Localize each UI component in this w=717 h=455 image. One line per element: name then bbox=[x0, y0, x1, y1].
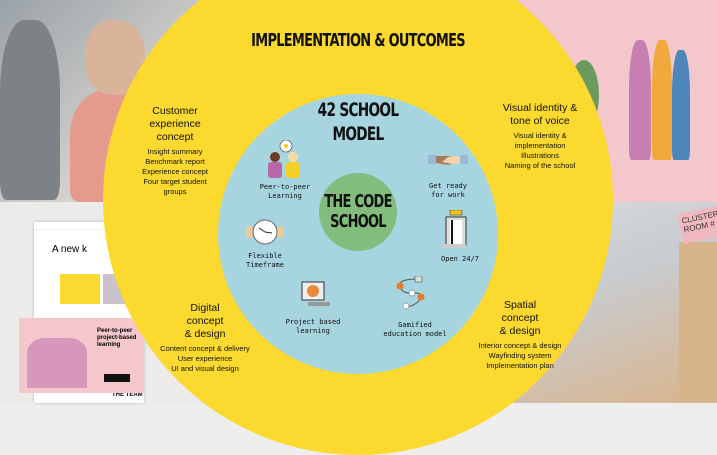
web-card-line: learning bbox=[97, 342, 121, 348]
text-line: learning bbox=[296, 327, 330, 335]
model-title-line: 42 SCHOOL bbox=[317, 99, 399, 121]
text-line: User experience bbox=[177, 354, 233, 363]
text-line: Timeframe bbox=[246, 261, 284, 269]
text-line: concept bbox=[156, 131, 194, 143]
text-line: Project based bbox=[285, 318, 341, 326]
text-line: Naming of the school bbox=[504, 161, 576, 170]
center-label: THE CODE bbox=[324, 191, 392, 212]
text-line: & design bbox=[499, 325, 541, 337]
web-card-line: Peer-to-peer bbox=[97, 328, 133, 334]
text-line: UI and visual design bbox=[171, 364, 239, 373]
gamified-path-icon bbox=[392, 276, 432, 312]
text-line: Interior concept & design bbox=[478, 341, 562, 350]
feature-open-24-7: Open 24/7 bbox=[415, 255, 505, 264]
center-circle: THE CODE SCHOOL bbox=[319, 173, 397, 251]
computer-icon bbox=[300, 280, 330, 310]
text-line: experience bbox=[149, 118, 201, 130]
text-line: Flexible bbox=[248, 252, 282, 260]
text-line: Get ready bbox=[429, 182, 467, 190]
text-line: & design bbox=[184, 328, 226, 340]
text-line: Visual identity & bbox=[513, 131, 567, 140]
diagram-title: IMPLEMENTATION & OUTCOMES bbox=[251, 30, 465, 51]
text-line: for work bbox=[431, 191, 465, 199]
text-line: concept bbox=[186, 315, 224, 327]
text-line: concept bbox=[501, 312, 539, 324]
text-line: Customer bbox=[152, 105, 198, 117]
text-line: Visual identity & bbox=[502, 102, 578, 114]
text-line: Four target student bbox=[143, 177, 207, 186]
text-line: Illustrations bbox=[521, 151, 559, 160]
text-line: Open 24/7 bbox=[441, 255, 479, 263]
text-line: Learning bbox=[268, 192, 302, 200]
web-heading: A new k bbox=[52, 244, 88, 255]
text-line: Experience concept bbox=[142, 167, 208, 176]
text-line: Implementation plan bbox=[486, 361, 554, 370]
text-line: Insight summary bbox=[147, 147, 203, 156]
handshake-icon bbox=[428, 150, 468, 170]
text-line: tone of voice bbox=[510, 115, 570, 127]
text-line: education model bbox=[383, 330, 447, 338]
text-line: Digital bbox=[190, 302, 220, 314]
clock-icon bbox=[245, 218, 285, 246]
model-title: 42 SCHOOL MODEL bbox=[308, 98, 409, 146]
text-line: implementation bbox=[514, 141, 566, 150]
model-title-line: MODEL bbox=[332, 123, 384, 145]
text-line: Wayfinding system bbox=[488, 351, 552, 360]
outcome-visual-identity: Visual identity &tone of voice Visual id… bbox=[490, 102, 590, 171]
text-line: Benchmark report bbox=[145, 157, 205, 166]
text-line: groups bbox=[163, 187, 187, 196]
text-line: Content concept & delivery bbox=[160, 344, 250, 353]
text-line: Gamified bbox=[398, 321, 432, 329]
peer-learning-icon bbox=[262, 140, 307, 180]
website-card: Peer-to-peer project-based learning bbox=[19, 318, 144, 393]
web-footer: THE TEAM bbox=[112, 392, 143, 398]
web-card-line: project-based bbox=[97, 335, 137, 341]
center-label: SCHOOL bbox=[330, 211, 386, 232]
text-line: Peer-to-peer bbox=[259, 183, 311, 191]
open-door-icon bbox=[440, 210, 470, 250]
text-line: Spatial bbox=[503, 299, 537, 311]
